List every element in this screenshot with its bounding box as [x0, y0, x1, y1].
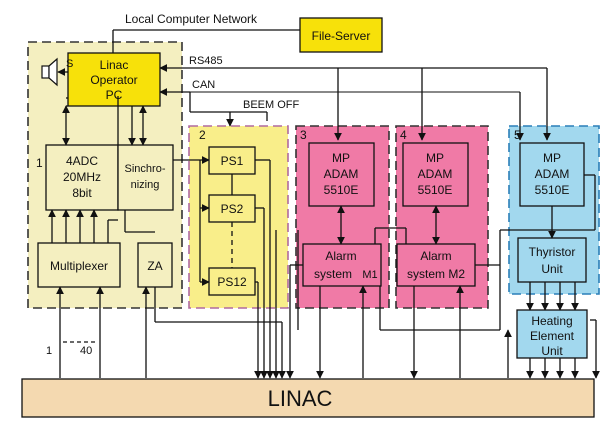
- zone-3-number: 3: [300, 128, 307, 142]
- alarm-m1-line2: system: [314, 267, 352, 281]
- mp-unit-4-line3: 5510E: [418, 183, 453, 197]
- heating-box: [516, 309, 588, 359]
- mp-unit-4-box: [402, 142, 469, 207]
- ps1-label: PS1: [221, 154, 244, 168]
- beem-off-label: BEEM OFF: [243, 99, 300, 111]
- adc-line2: 20MHz: [63, 170, 101, 184]
- operator-pc-line2: Operator: [90, 73, 137, 87]
- can-label: CAN: [192, 79, 215, 91]
- alarm-m2-line1: Alarm: [420, 249, 451, 263]
- local-network-label: Local Computer Network: [125, 12, 258, 26]
- file-server-box: [299, 17, 383, 53]
- multiplexer-label: Multiplexer: [50, 259, 108, 273]
- zone-2-wiring: [154, 159, 286, 379]
- zone-2-number: 2: [199, 128, 206, 142]
- mp-unit-3-line2: ADAM: [324, 167, 359, 181]
- sync-line1: Sinchro-: [125, 163, 166, 175]
- ps2-label: PS2: [221, 202, 244, 216]
- thyristor-line2: Unit: [541, 262, 563, 276]
- za-label: ZA: [147, 259, 162, 273]
- linac-label: LINAC: [268, 386, 333, 411]
- heating-line1: Heating: [531, 314, 572, 328]
- mp-unit-3-line1: MP: [332, 151, 350, 165]
- ps1-box: [208, 146, 256, 175]
- rs485-label: RS485: [189, 55, 223, 67]
- linac-bar: [21, 378, 595, 418]
- heating-line2: Element: [530, 329, 575, 343]
- multiplexer-box: [37, 242, 121, 288]
- thyristor-box: [517, 237, 587, 283]
- adc-line1: 4ADC: [66, 154, 98, 168]
- zone-1-wiring: [48, 96, 210, 243]
- za-box: [137, 242, 173, 288]
- ps12-label: PS12: [217, 275, 247, 289]
- input-range-end: 40: [80, 345, 92, 357]
- speaker-label: S: [66, 58, 73, 70]
- alarm-m1-suffix: M1: [362, 269, 377, 281]
- alarm-m2-line2: system M2: [407, 267, 465, 281]
- mp-unit-5-line2: ADAM: [535, 167, 570, 181]
- input-range-start: 1: [46, 345, 52, 357]
- mp-unit-5-line3: 5510E: [535, 183, 570, 197]
- multiplexer-inputs: [56, 286, 104, 378]
- sync-box: [117, 144, 174, 211]
- alarm-m1-line1: Alarm: [325, 249, 356, 263]
- thyristor-line1: Thyristor: [529, 245, 576, 259]
- mp-unit-3-line3: 5510E: [324, 183, 359, 197]
- mp-unit-4-line1: MP: [426, 151, 444, 165]
- operator-pc-box: [67, 52, 161, 107]
- network-bus-lines: [112, 29, 551, 141]
- speaker-icon: [41, 57, 58, 87]
- zones-3-5-wiring: [286, 174, 600, 379]
- sync-line2: nizing: [131, 179, 160, 191]
- mp-unit-5-line1: MP: [543, 151, 561, 165]
- alarm-m2-box: [396, 243, 476, 287]
- file-server-label: File-Server: [312, 29, 371, 43]
- operator-pc-line1: Linac: [100, 58, 129, 72]
- zone-4-number: 4: [400, 128, 407, 142]
- mp-unit-4-line2: ADAM: [418, 167, 453, 181]
- operator-pc-line3: PC: [106, 88, 123, 102]
- zone-1-number: 1: [36, 156, 43, 170]
- heating-line3: Unit: [541, 344, 563, 358]
- adc-line3: 8bit: [72, 186, 92, 200]
- mp-unit-5-box: [519, 142, 585, 207]
